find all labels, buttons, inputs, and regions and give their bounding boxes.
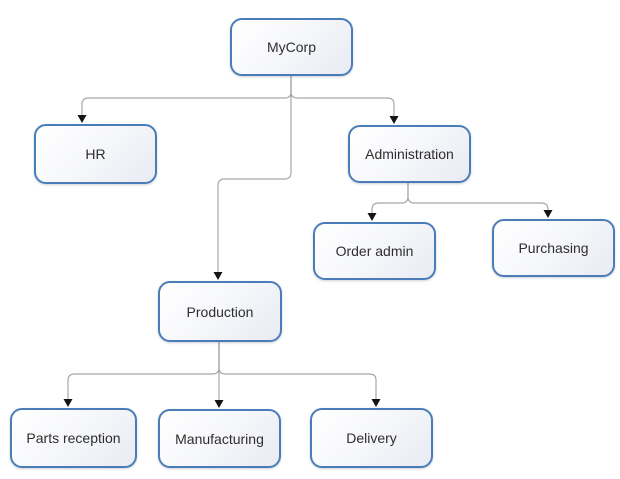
node-administration-label: Administration <box>365 146 454 162</box>
node-delivery[interactable]: Delivery <box>310 408 433 468</box>
connector-administration-order-admin <box>371 183 409 214</box>
connector-mycorp-administration <box>290 76 395 117</box>
arrowhead-parts-reception <box>63 399 73 407</box>
node-parts-reception[interactable]: Parts reception <box>10 408 137 468</box>
node-production-label: Production <box>186 303 254 320</box>
node-hr-label: HR <box>85 146 106 162</box>
node-mycorp-label: MyCorp <box>266 39 316 55</box>
node-administration[interactable]: Administration <box>348 125 471 183</box>
node-purchasing-label: Purchasing <box>518 240 589 256</box>
node-production[interactable]: Production <box>158 281 282 342</box>
node-parts-reception-label: Parts reception <box>26 430 121 446</box>
node-mycorp[interactable]: MyCorp <box>230 18 353 76</box>
connector-production-delivery <box>218 342 377 400</box>
arrowhead-delivery <box>371 399 381 407</box>
connector-administration-purchasing <box>407 183 549 211</box>
arrowhead-hr <box>77 115 87 123</box>
connector-production-parts-reception <box>67 342 220 400</box>
arrowhead-order-admin <box>367 213 377 221</box>
node-delivery-label: Delivery <box>346 430 397 446</box>
arrowhead-administration <box>389 116 399 124</box>
arrowhead-production <box>213 272 223 280</box>
node-manufacturing[interactable]: Manufacturing <box>158 409 281 468</box>
node-purchasing[interactable]: Purchasing <box>492 219 615 277</box>
arrowhead-manufacturing <box>214 400 224 408</box>
node-hr[interactable]: HR <box>34 124 157 184</box>
arrowhead-purchasing <box>543 210 553 218</box>
node-order-admin[interactable]: Order admin <box>313 222 436 280</box>
node-manufacturing-label: Manufacturing <box>175 430 264 447</box>
connector-mycorp-hr <box>81 76 292 116</box>
connector-mycorp-production <box>217 76 292 273</box>
node-order-admin-label: Order admin <box>335 243 414 259</box>
